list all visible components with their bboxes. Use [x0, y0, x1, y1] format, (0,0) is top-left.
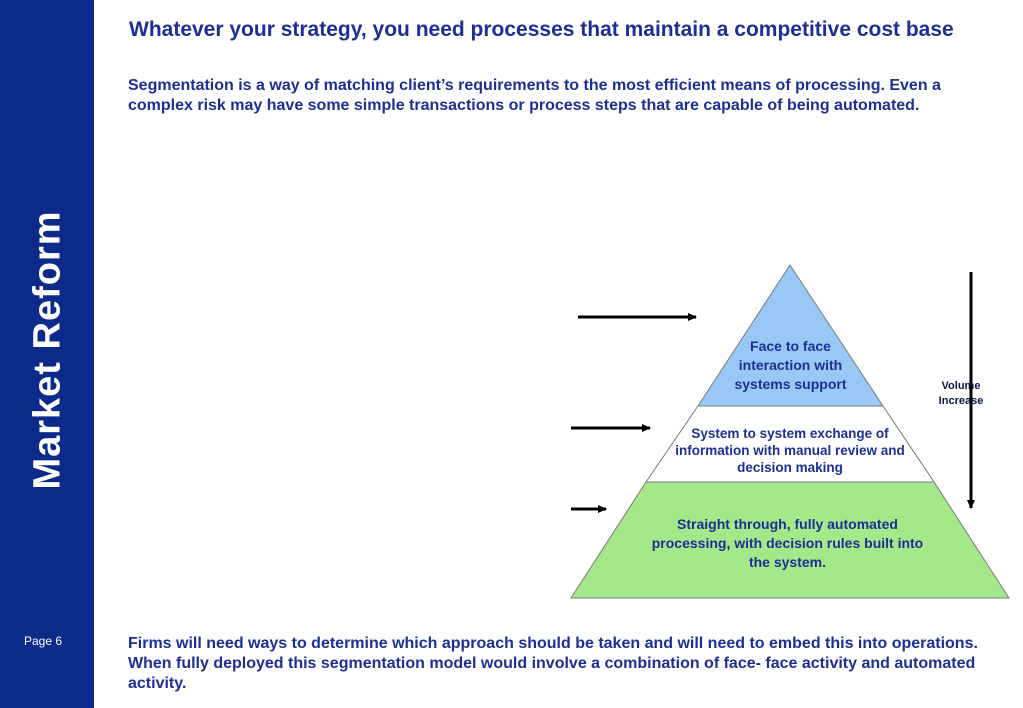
pyramid-tier-bottom — [570, 481, 1010, 599]
footer-text: Firms will need ways to determine which … — [128, 635, 978, 692]
tier-label-middle: System to system exchange of information… — [675, 426, 905, 475]
intro-text: Segmentation is a way of matching client… — [128, 77, 941, 114]
tier-label-top: Face to face interaction with systems su… — [734, 338, 847, 392]
tier-label-bottom: Straight through, fully automated proces… — [651, 516, 924, 570]
slide-title: Whatever your strategy, you need process… — [129, 18, 954, 41]
page-number: Page 6 — [24, 634, 63, 648]
sidebar: Market Reform Page 6 — [0, 0, 94, 708]
volume-increase-label: Volume Increase — [938, 380, 984, 407]
